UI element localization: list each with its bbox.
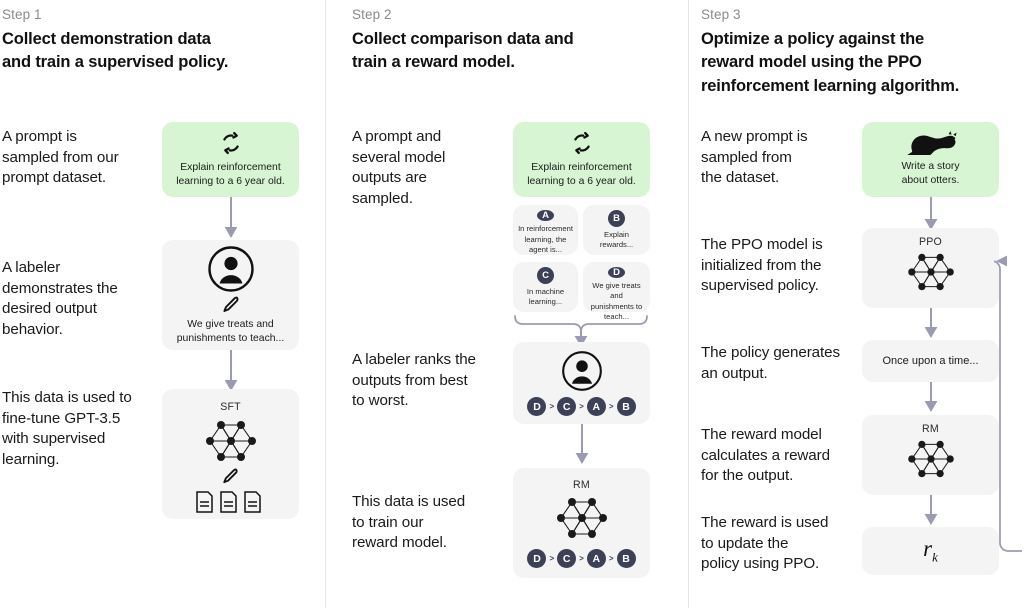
step-3-paragraph-5: The reward is used to update the policy … bbox=[701, 514, 829, 573]
step-3-paragraph-3: The policy generates an output. bbox=[701, 344, 840, 382]
output-snippet-c: C In machine learning... bbox=[513, 262, 578, 312]
rm-rank-badge-4: B bbox=[616, 549, 636, 568]
step-1-paragraph-2: A labeler demonstrates the desired outpu… bbox=[2, 259, 118, 339]
step-3-paragraph-1: A new prompt is sampled from the dataset… bbox=[701, 128, 808, 187]
step-2-column: Step 2 Collect comparison data and train… bbox=[325, 0, 689, 608]
step-3-ppo-card: PPO bbox=[862, 228, 999, 308]
output-text-d: We give treats and punishments to teach.… bbox=[590, 281, 643, 321]
step-1-label: Step 1 bbox=[2, 7, 42, 22]
output-text-c: In machine learning... bbox=[526, 287, 565, 307]
step-1-prompt-card: Explain reinforcement learning to a 6 ye… bbox=[162, 122, 299, 197]
rm-label-step3: RM bbox=[922, 423, 939, 435]
rank-badge-1: D bbox=[527, 397, 547, 416]
output-letter-a: A bbox=[537, 210, 554, 222]
step-2-rm-card: RM bbox=[513, 468, 650, 578]
arrow-rm-to-reward bbox=[924, 495, 938, 525]
ranking-row-labeler: D > C > A > B bbox=[527, 397, 636, 416]
step-3-output-card: Once upon a time... bbox=[862, 340, 999, 382]
step-1-paragraph-3: This data is used to fine-tune GPT-3.5 w… bbox=[2, 389, 132, 469]
reward-value-symbol: rk bbox=[923, 536, 938, 565]
person-icon bbox=[207, 245, 255, 293]
output-letter-c: C bbox=[537, 267, 554, 284]
arrow-ppo-to-output bbox=[924, 308, 938, 338]
step-1-paragraph-1: A prompt is sampled from our prompt data… bbox=[2, 128, 119, 187]
rank-badge-3: A bbox=[586, 397, 606, 416]
output-snippet-a: A In reinforcement learning, the agent i… bbox=[513, 205, 578, 255]
step-2-labeler-card: D > C > A > B bbox=[513, 342, 650, 424]
arrow-output-to-rm bbox=[924, 382, 938, 412]
output-snippet-d: D We give treats and punishments to teac… bbox=[583, 262, 650, 321]
output-text-b: Explain rewards... bbox=[599, 230, 634, 250]
output-snippet-b: B Explain rewards... bbox=[583, 205, 650, 255]
ranking-row-rm: D > C > A > B bbox=[527, 549, 636, 568]
ppo-label: PPO bbox=[919, 236, 942, 248]
neural-net-icon bbox=[900, 436, 962, 482]
output-text-a: In reinforcement learning, the agent is.… bbox=[518, 224, 573, 254]
person-icon bbox=[561, 350, 603, 392]
rm-rank-badge-1: D bbox=[527, 549, 547, 568]
step-2-paragraph-2: A labeler ranks the outputs from best to… bbox=[352, 351, 476, 410]
arrow-labeler-to-sft bbox=[224, 350, 238, 391]
arrow-prompt-to-ppo bbox=[924, 197, 938, 230]
step-3-label: Step 3 bbox=[701, 7, 741, 22]
output-letter-d: D bbox=[608, 267, 625, 278]
neural-net-icon bbox=[900, 249, 962, 295]
step-1-labeler-caption: We give treats and punishments to teach.… bbox=[176, 318, 285, 344]
rank-separator-1: > bbox=[549, 402, 555, 411]
neural-net-icon bbox=[197, 416, 265, 466]
step-2-prompt-caption: Explain reinforcement learning to a 6 ye… bbox=[527, 161, 636, 187]
step-3-paragraph-2: The PPO model is initialized from the su… bbox=[701, 236, 823, 295]
rm-rank-badge-2: C bbox=[557, 549, 577, 568]
rm-rank-separator-1: > bbox=[549, 554, 555, 563]
pencil-icon bbox=[221, 467, 240, 486]
step-3-paragraph-4: The reward model calculates a reward for… bbox=[701, 426, 830, 485]
step-3-rm-card: RM bbox=[862, 415, 999, 495]
otter-icon bbox=[904, 131, 958, 156]
output-letter-b: B bbox=[608, 210, 625, 227]
column-divider-1 bbox=[325, 0, 326, 608]
documents-icon bbox=[195, 490, 267, 514]
pencil-icon bbox=[221, 295, 241, 315]
step-2-title: Collect comparison data and train a rewa… bbox=[352, 30, 574, 72]
step-2-label: Step 2 bbox=[352, 7, 392, 22]
rank-separator-3: > bbox=[608, 402, 614, 411]
rm-label-step2: RM bbox=[573, 479, 590, 491]
step-1-sft-card: SFT bbox=[162, 389, 299, 519]
rm-rank-separator-2: > bbox=[579, 554, 584, 563]
step-1-column: Step 1 Collect demonstration data and tr… bbox=[0, 0, 325, 608]
arrow-prompt-to-labeler bbox=[224, 197, 238, 238]
step-3-reward-value-card: rk bbox=[862, 527, 999, 575]
arrow-labeler-to-rm bbox=[575, 424, 589, 464]
step-3-output-text: Once upon a time... bbox=[882, 355, 979, 367]
neural-net-icon bbox=[548, 493, 616, 543]
step-2-prompt-card: Explain reinforcement learning to a 6 ye… bbox=[513, 122, 650, 197]
cycle-icon bbox=[219, 131, 243, 155]
step-3-column: Step 3 Optimize a policy against the rew… bbox=[689, 0, 1024, 608]
step-3-prompt-caption: Write a story about otters. bbox=[901, 161, 960, 186]
rm-rank-separator-3: > bbox=[608, 554, 614, 563]
step-1-title: Collect demonstration data and train a s… bbox=[2, 30, 229, 72]
rm-rank-badge-3: A bbox=[586, 549, 606, 568]
step-1-labeler-card: We give treats and punishments to teach.… bbox=[162, 240, 299, 350]
step-2-paragraph-3: This data is used to train our reward mo… bbox=[352, 493, 466, 552]
step-2-paragraph-1: A prompt and several model outputs are s… bbox=[352, 128, 446, 208]
column-divider-2 bbox=[688, 0, 689, 608]
sft-label: SFT bbox=[220, 401, 241, 413]
cycle-icon bbox=[570, 131, 594, 155]
rank-badge-4: B bbox=[616, 397, 636, 416]
step-1-prompt-caption: Explain reinforcement learning to a 6 ye… bbox=[176, 161, 285, 187]
step-3-prompt-card: Write a story about otters. bbox=[862, 122, 999, 197]
step-3-title: Optimize a policy against the reward mod… bbox=[701, 30, 960, 95]
rank-badge-2: C bbox=[557, 397, 577, 416]
rank-separator-2: > bbox=[579, 402, 584, 411]
